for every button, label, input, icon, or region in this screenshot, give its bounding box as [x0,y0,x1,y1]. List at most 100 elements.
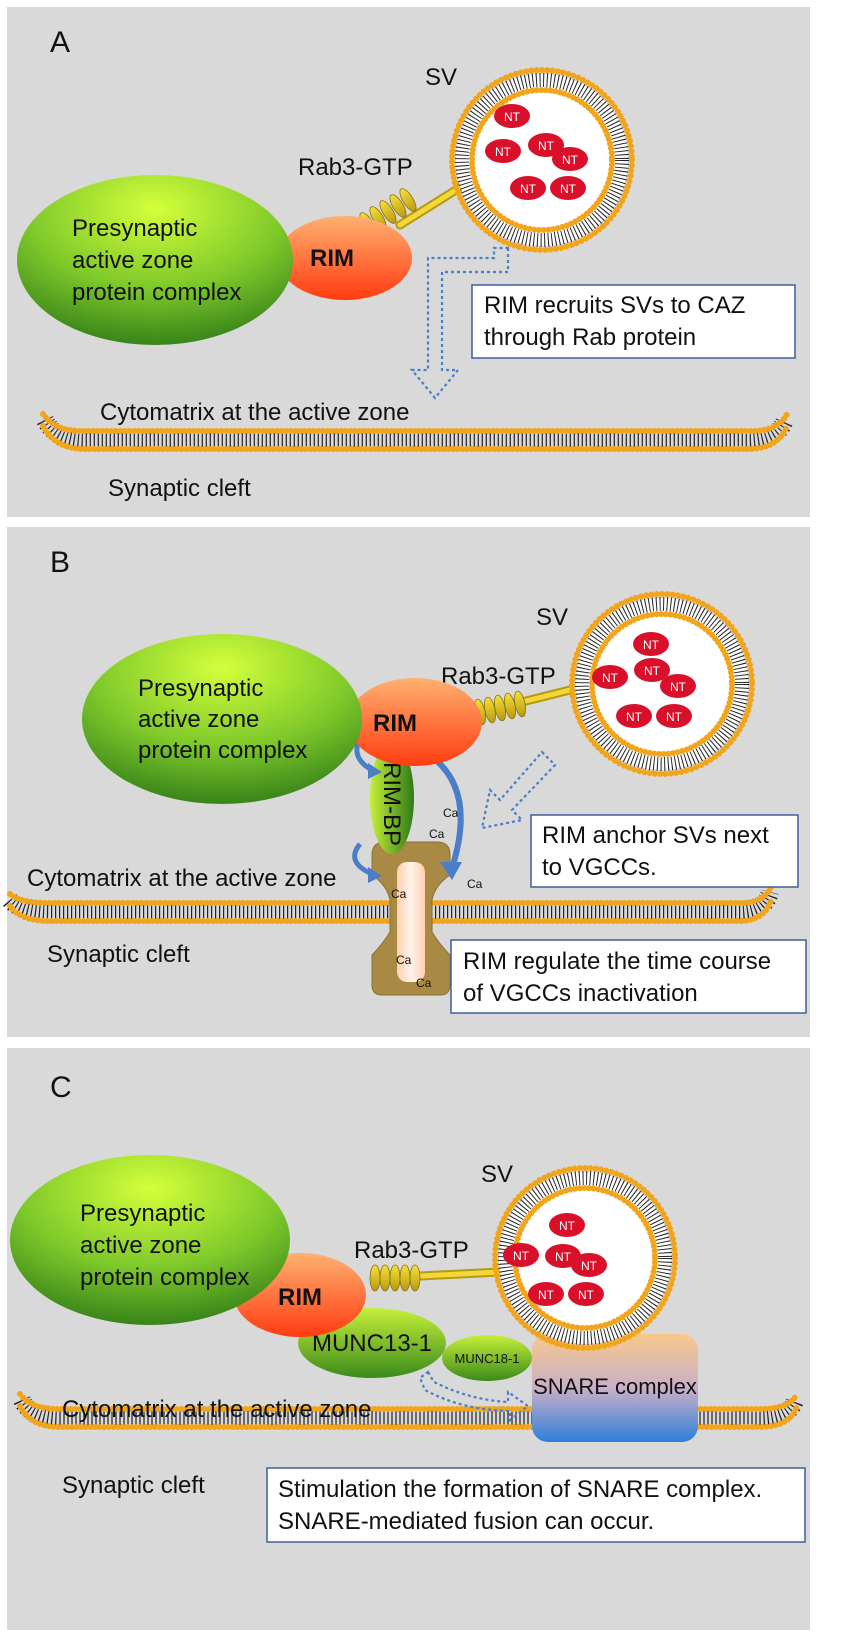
rim-bp-label: RIM-BP [378,762,405,846]
neurotransmitter [510,176,546,200]
complex-label-line2: active zone [138,706,259,733]
neurotransmitter-group: NT NT NT NT NT NT [592,632,696,728]
annotation-box-2 [450,939,807,1014]
neurotransmitter [633,632,669,656]
annotation-1-line1: RIM anchor SVs next [542,822,769,849]
neurotransmitter [528,133,564,157]
neurotransmitter [550,176,586,200]
complex-label-line1: Presynaptic [80,1200,205,1227]
panel-a: A Cytomatrix at the active zone Synaptic… [7,7,810,517]
nt-label: NT [562,153,579,167]
annotation-line1: RIM recruits SVs to CAZ [484,292,745,319]
neurotransmitter [552,147,588,171]
neurotransmitter [660,674,696,698]
cytomatrix-label: Cytomatrix at the active zone [27,865,336,892]
sv-label: SV [481,1161,513,1188]
calcium-ion-label: Ca [391,887,407,901]
sv-label: SV [536,604,568,631]
presynaptic-complex [10,1155,290,1325]
nt-label: NT [602,671,619,685]
synaptic-vesicle [449,67,635,253]
neurotransmitter-group: NT NT NT NT NT NT [503,1213,607,1306]
annotation-line2: SNARE-mediated fusion can occur. [278,1508,654,1535]
calcium-ion-label: Ca [429,827,445,841]
snare-label: SNARE complex [533,1374,697,1399]
nt-label: NT [513,1249,530,1263]
cytomatrix-label: Cytomatrix at the active zone [62,1396,371,1423]
rim-protein [278,216,412,300]
nt-label: NT [644,664,661,678]
membrane [13,1391,804,1430]
calcium-ion-label: Ca [416,976,432,990]
rab3-gtp-linker [369,1264,505,1292]
neurotransmitter [571,1253,607,1277]
nt-label: NT [560,182,577,196]
nt-label: NT [643,638,660,652]
presynaptic-complex [17,175,293,345]
nt-label: NT [504,110,521,124]
membrane [36,411,794,452]
annotation-box-1 [530,814,799,888]
calcium-ion-label: Ca [443,806,459,820]
synaptic-cleft-label: Synaptic cleft [108,475,251,502]
complex-label-line2: active zone [72,247,193,274]
rim-bp-protein [370,742,414,854]
anchor-arrow [480,750,557,830]
annotation-line1: Stimulation the formation of SNARE compl… [278,1476,762,1503]
neurotransmitter [549,1213,585,1237]
annotation-2-line2: of VGCCs inactivation [463,980,698,1007]
neurotransmitter-group: NT NT NT NT NT NT [485,104,588,200]
snare-formation-arrow [418,1370,530,1423]
rab3-gtp-label: Rab3-GTP [441,663,556,690]
nt-label: NT [581,1259,598,1273]
snare-complex [532,1334,698,1442]
calcium-ion-label: Ca [396,953,412,967]
nt-label: NT [495,145,512,159]
panel-b: B Cytomatrix at the active zone Synaptic… [3,527,810,1037]
nt-label: NT [538,139,555,153]
nt-label: NT [555,1250,572,1264]
rim-label: RIM [373,710,417,737]
nt-label: NT [520,182,537,196]
nt-label: NT [626,710,643,724]
munc18-1-label: MUNC18-1 [454,1351,519,1366]
rab3-gtp-label: Rab3-GTP [298,154,413,181]
cytomatrix-label: Cytomatrix at the active zone [100,399,409,426]
sv-label: SV [425,64,457,91]
synaptic-cleft-label: Synaptic cleft [62,1472,205,1499]
complex-label-line1: Presynaptic [72,215,197,242]
neurotransmitter [592,665,628,689]
recruit-arrow [409,246,510,400]
panel-c: C Cytomatrix at the active zone Synaptic… [7,1048,810,1630]
panel-a-letter: A [50,26,70,59]
annotation-line2: through Rab protein [484,324,696,351]
annotation-box [266,1467,806,1543]
nt-label: NT [578,1288,595,1302]
annotation-1-line2: to VGCCs. [542,854,657,881]
neurotransmitter [485,139,521,163]
annotation-2-line1: RIM regulate the time course [463,948,771,975]
rab3-gtp-label: Rab3-GTP [354,1237,469,1264]
rim-label: RIM [310,245,354,272]
neurotransmitter [656,704,692,728]
calcium-ion-label: Ca [467,877,483,891]
complex-label-line3: protein complex [80,1264,249,1291]
rim-protein [348,678,482,766]
neurotransmitter [494,104,530,128]
panel-b-letter: B [50,546,70,579]
neurotransmitter [528,1282,564,1306]
synaptic-cleft-label: Synaptic cleft [47,941,190,968]
annotation-box [471,284,796,359]
complex-label-line3: protein complex [138,737,307,764]
complex-label-line1: Presynaptic [138,675,263,702]
nt-label: NT [559,1219,576,1233]
complex-label-line3: protein complex [72,279,241,306]
nt-label: NT [538,1288,555,1302]
presynaptic-complex [82,634,362,804]
rab3-gtp-linker [474,685,575,726]
nt-label: NT [666,710,683,724]
neurotransmitter [503,1243,539,1267]
nt-label: NT [670,680,687,694]
rim-label: RIM [278,1284,322,1311]
